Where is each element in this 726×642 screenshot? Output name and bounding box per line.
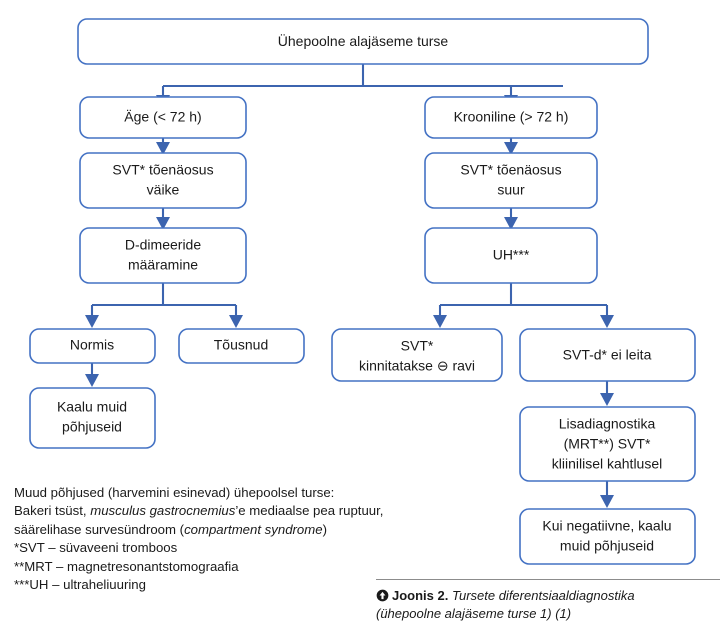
arrowhead-problow-ddimer xyxy=(156,217,170,230)
circle-up-arrow-icon xyxy=(376,589,389,602)
node-prob-low-box[interactable] xyxy=(79,152,247,209)
node-consider-other-causes-left-line2: põhjuseid xyxy=(62,419,122,435)
node-additional-diagnostics-line1: Lisadiagnostika xyxy=(559,416,656,432)
node-ddimer-line2: määramine xyxy=(128,257,198,273)
caption-label: Joonis 2. xyxy=(392,588,449,603)
node-additional-diagnostics-line2: (MRT**) SVT* xyxy=(564,436,651,452)
node-svt-not-found-box[interactable] xyxy=(519,328,696,382)
caption-title-line1: Tursete diferentsiaaldiagnostika xyxy=(451,588,635,603)
footnote-text: Muud põhjused (harvemini esinevad) ühepo… xyxy=(14,485,335,500)
arrowhead-svtnone-extradiag xyxy=(600,393,614,406)
footnote-text: **MRT – magnetresonantstomograafia xyxy=(14,558,239,574)
arrowhead-acute-problow xyxy=(156,142,170,155)
node-if-negative-line1: Kui negatiivne, kaalu xyxy=(542,518,671,534)
arrowhead-extradiag-ifnegative xyxy=(600,495,614,508)
node-normal[interactable]: Normis xyxy=(29,328,156,364)
node-svt-confirmed[interactable]: SVT* kinnitatakse ⊖ ravi xyxy=(331,328,503,382)
node-consider-other-causes-left-line1: Kaalu muid xyxy=(57,399,127,415)
node-svt-confirmed-line1: SVT* xyxy=(401,338,434,354)
footnotes-block: Muud põhjused (harvemini esinevad) ühepo… xyxy=(14,484,434,594)
node-ddimer-box[interactable] xyxy=(79,227,247,284)
node-acute-label: Äge (< 72 h) xyxy=(124,109,201,125)
node-elevated-label: Tõusnud xyxy=(214,337,268,353)
node-prob-high-box[interactable] xyxy=(424,152,598,209)
footnote-text: ***UH – ultraheliuuring xyxy=(14,577,146,593)
node-additional-diagnostics-line3: kliinilisel kahtlusel xyxy=(552,456,663,472)
node-root-label: Ühepoolne alajäseme turse xyxy=(278,32,449,49)
node-normal-label: Normis xyxy=(70,337,114,353)
arrowhead-probhigh-us xyxy=(504,217,518,230)
footnote-line: säärelihase survesündroom (compartment s… xyxy=(14,521,434,539)
node-acute[interactable]: Äge (< 72 h) xyxy=(79,96,247,139)
footnote-latin-term: musculus gastrocnemius xyxy=(90,503,236,519)
footnote-text: *SVT – süvaveeni tromboos xyxy=(14,540,178,556)
node-if-negative[interactable]: Kui negatiivne, kaalu muid põhjuseid xyxy=(519,508,696,565)
node-chronic-box[interactable] xyxy=(424,96,598,139)
arrowhead-us-svtconf xyxy=(433,315,447,328)
node-svt-confirmed-box[interactable] xyxy=(331,328,503,382)
footnote-latin-term: compartment syndrome xyxy=(184,521,323,537)
caption-title-line2: (ühepoolne alajäseme turse 1) (1) xyxy=(376,605,572,621)
footnote-line: Bakeri tsüst, musculus gastrocnemius’e m… xyxy=(14,502,434,520)
node-normal-box[interactable] xyxy=(29,328,156,364)
node-additional-diagnostics[interactable]: Lisadiagnostika (MRT**) SVT* kliinilisel… xyxy=(519,406,696,482)
node-prob-high[interactable]: SVT* tõenäosus suur xyxy=(424,152,598,209)
arrowhead-normal-other xyxy=(85,374,99,387)
footnote-line: **MRT – magnetresonantstomograafia xyxy=(14,558,434,576)
node-us[interactable]: UH*** xyxy=(424,227,598,284)
node-consider-other-causes-left[interactable]: Kaalu muid põhjuseid xyxy=(29,387,156,449)
node-prob-high-line1: SVT* tõenäosus xyxy=(460,162,561,178)
node-svt-not-found-label: SVT-d* ei leita xyxy=(563,347,652,363)
arrowhead-us-svtnone xyxy=(600,315,614,328)
node-root[interactable]: Ühepoolne alajäseme turse xyxy=(77,18,649,65)
footnote-text: ’e mediaalse pea ruptuur, xyxy=(235,503,384,519)
node-us-box[interactable] xyxy=(424,227,598,284)
node-consider-other-causes-left-box[interactable] xyxy=(29,387,156,449)
node-svt-not-found[interactable]: SVT-d* ei leita xyxy=(519,328,696,382)
footnote-text: ) xyxy=(322,521,327,537)
node-chronic-label: Krooniline (> 72 h) xyxy=(454,109,569,125)
node-chronic[interactable]: Krooniline (> 72 h) xyxy=(424,96,598,139)
node-svt-confirmed-line2: kinnitatakse ⊖ ravi xyxy=(359,358,475,374)
node-prob-low-line2: väike xyxy=(147,182,180,198)
node-us-label: UH*** xyxy=(493,247,530,263)
node-if-negative-line2: muid põhjuseid xyxy=(560,538,654,554)
node-additional-diagnostics-box[interactable] xyxy=(519,406,696,482)
node-ddimer[interactable]: D-dimeeride määramine xyxy=(79,227,247,284)
footnote-line: *SVT – süvaveeni tromboos xyxy=(14,539,434,557)
node-elevated-box[interactable] xyxy=(178,328,305,364)
figure-caption: Joonis 2. Tursete diferentsiaaldiagnosti… xyxy=(376,587,724,622)
node-prob-low-line1: SVT* tõenäosus xyxy=(112,162,213,178)
footnote-line: Muud põhjused (harvemini esinevad) ühepo… xyxy=(14,484,434,502)
caption-divider xyxy=(376,579,720,580)
footnote-text: säärelihase survesündroom ( xyxy=(14,521,185,537)
node-if-negative-box[interactable] xyxy=(519,508,696,565)
arrowhead-chronic-probhigh xyxy=(504,142,518,155)
arrowhead-ddimer-elevated xyxy=(229,315,243,328)
footnote-line: ***UH – ultraheliuuring xyxy=(14,576,434,594)
node-acute-box[interactable] xyxy=(79,96,247,139)
node-ddimer-line1: D-dimeeride xyxy=(125,237,201,253)
node-elevated[interactable]: Tõusnud xyxy=(178,328,305,364)
arrowhead-ddimer-normal xyxy=(85,315,99,328)
node-prob-high-line2: suur xyxy=(497,182,525,198)
footnote-text: Bakeri tsüst, xyxy=(14,503,91,519)
node-root-box[interactable] xyxy=(77,18,649,65)
node-prob-low[interactable]: SVT* tõenäosus väike xyxy=(79,152,247,209)
